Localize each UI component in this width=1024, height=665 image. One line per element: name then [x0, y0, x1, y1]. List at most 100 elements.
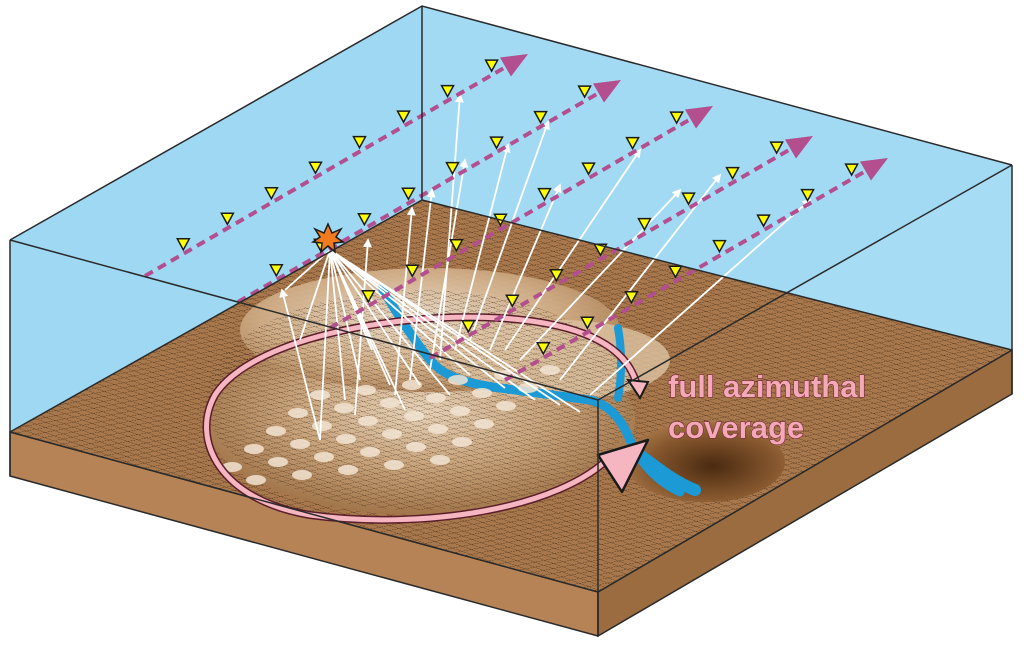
ray-path [354, 238, 372, 416]
receiver-patch [380, 398, 400, 408]
ray-path [329, 249, 536, 401]
tow-line [236, 85, 611, 304]
receiver-triangle-icon [580, 316, 595, 330]
receiver-triangle-icon [681, 192, 696, 206]
receiver-triangle-icon [536, 342, 551, 356]
tow-line [503, 163, 878, 382]
seismic-source-burst-icon [310, 222, 346, 254]
receiver-triangle-icon [769, 141, 784, 155]
ray-path [329, 249, 581, 413]
ray-path [409, 188, 436, 381]
ray-path [329, 249, 451, 396]
ray-path [559, 173, 722, 381]
receiver-patch [288, 408, 308, 418]
receiver-triangle-icon [401, 187, 416, 201]
ray-path [299, 249, 331, 341]
receiver-triangle-icon [361, 290, 376, 304]
seafloor-receiver-patches [222, 365, 560, 485]
arrow-head-icon [499, 54, 528, 77]
coverage-arrow-tail-icon [625, 378, 650, 400]
ray-path [319, 249, 331, 441]
receiver-triangle-icon [537, 187, 552, 202]
receiver-patch [268, 457, 288, 467]
receiver-patch [290, 439, 310, 449]
receiver-triangle-icon [581, 162, 596, 176]
receiver-triangle-icon [269, 264, 284, 278]
receiver-triangle-icon [357, 212, 372, 227]
receiver-patch [292, 470, 312, 480]
receiver-triangle-icon [484, 59, 499, 73]
receiver-patch [474, 419, 494, 429]
receiver-patch [450, 406, 470, 416]
ray-path [329, 249, 406, 411]
receiver-patch [338, 465, 358, 475]
receiver-triangle-icon [756, 214, 771, 228]
receiver-patch [472, 388, 492, 398]
receiver-patch [406, 442, 426, 452]
receiver-patch [428, 424, 448, 434]
tow-line [428, 141, 803, 360]
receiver-triangle-icon [264, 186, 279, 201]
coverage-arrow-head-icon [596, 438, 650, 494]
receiver-triangle-icon [308, 161, 323, 175]
arrow-head-icon [784, 136, 813, 159]
receiver-triangle-icon [637, 217, 652, 232]
receiver-triangle-icon [549, 268, 564, 283]
receiver-triangle-icon [593, 243, 608, 257]
receiver-patch [314, 452, 334, 462]
receiver-patch [246, 475, 266, 485]
ray-path [329, 249, 471, 376]
receiver-triangle-icon [577, 85, 592, 99]
receiver-triangle-icon [352, 135, 367, 150]
receiver-triangle-icon [712, 239, 727, 254]
coverage-arrow [202, 313, 650, 524]
receiver-triangle-icon [533, 110, 548, 125]
receiver-triangle-icon [405, 264, 420, 278]
receiver-patch [430, 455, 450, 465]
seafloor-front-edge [9, 349, 1013, 593]
receivers [176, 59, 859, 356]
receiver-patch [426, 393, 446, 403]
ray-path [439, 93, 464, 361]
receiver-patch [448, 375, 468, 385]
seafloor-back-edge [9, 199, 423, 433]
receiver-patch [384, 460, 404, 470]
receiver-patch [358, 416, 378, 426]
receiver-patch [356, 385, 376, 395]
ray-path [329, 249, 421, 386]
receiver-patch [222, 462, 242, 472]
receiver-triangle-icon [396, 110, 411, 124]
receiver-triangle-icon [725, 166, 740, 181]
ray-path [469, 120, 550, 341]
receiver-triangle-icon [505, 294, 520, 308]
arrow-head-icon [684, 106, 713, 129]
seafloor-back-edge-right [421, 199, 1013, 351]
receiver-triangle-icon [176, 238, 191, 252]
ray-path [394, 206, 416, 396]
receiver-triangle-icon [625, 136, 640, 151]
ray-path [454, 143, 511, 351]
receiver-triangle-icon [449, 238, 464, 253]
tow-line [143, 59, 518, 278]
receiver-triangle-icon [624, 290, 639, 305]
receiver-patch [452, 437, 472, 447]
receiver-patch [266, 426, 286, 436]
receiver-patch [336, 434, 356, 444]
receiver-triangle-icon [489, 136, 504, 150]
receiver-triangle-icon [440, 84, 455, 99]
receiver-triangle-icon [800, 188, 815, 203]
tow-lines [143, 54, 888, 382]
receiver-patch [540, 365, 560, 375]
fluid-channel-pit [634, 449, 701, 496]
receiver-patch [496, 401, 516, 411]
box-front-top-edge [9, 164, 1013, 401]
ray-path [504, 148, 642, 351]
receiver-triangle-icon [461, 320, 476, 334]
basin-grid-overlay [205, 290, 635, 510]
ray-path [519, 188, 682, 361]
receiver-triangle-icon [445, 161, 460, 176]
arrow-head-icon [859, 158, 888, 181]
coverage-arc-fill [204, 314, 641, 523]
receiver-triangle-icon [220, 212, 235, 226]
